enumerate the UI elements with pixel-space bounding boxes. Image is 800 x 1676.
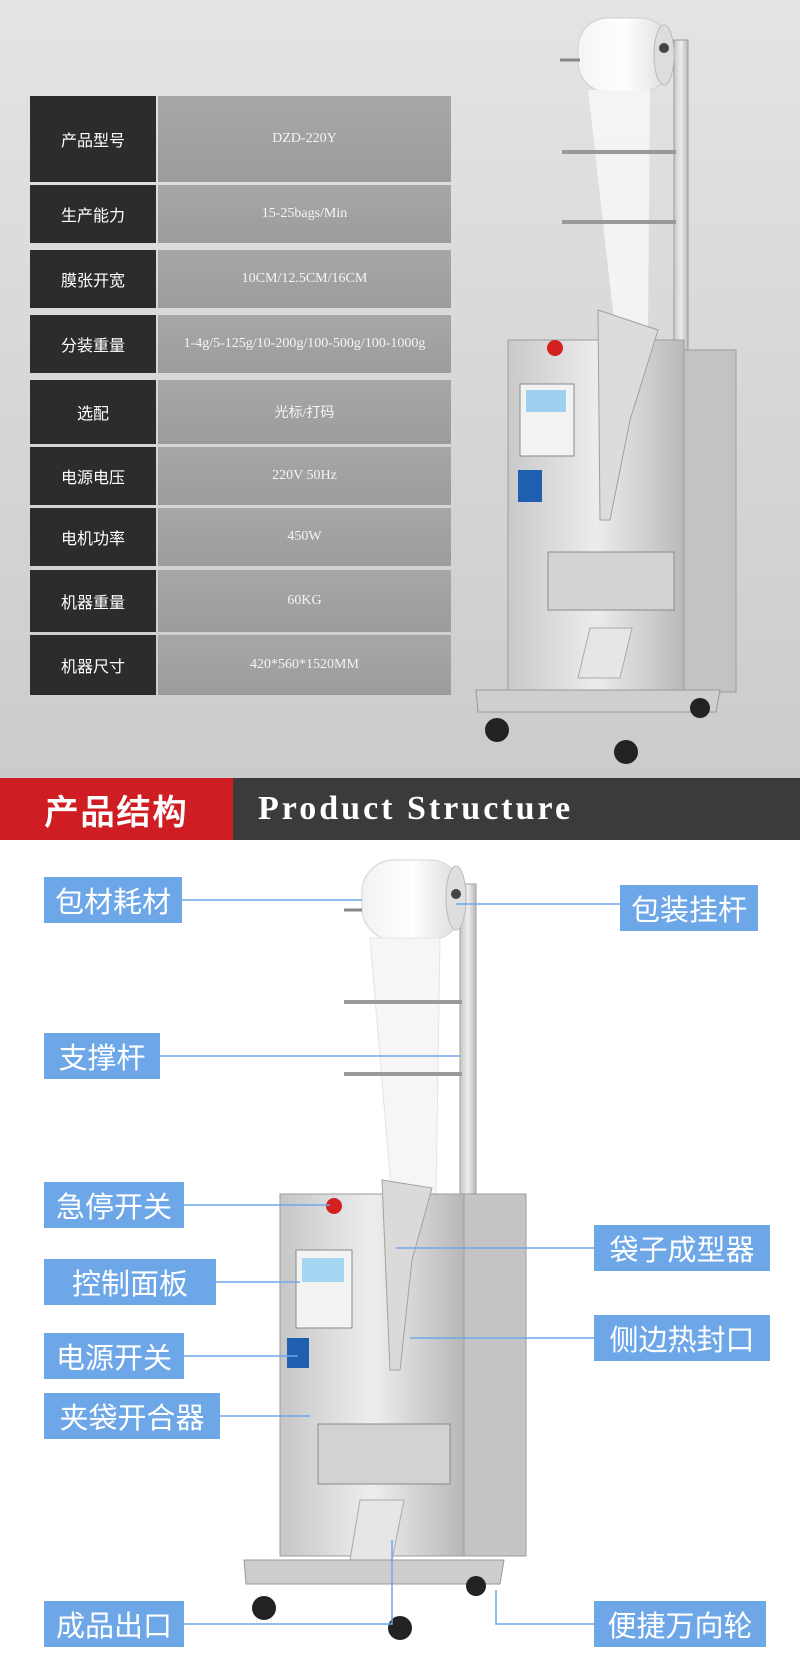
spec-value: 450W xyxy=(158,508,451,566)
spec-row: 机器尺寸 420*560*1520MM xyxy=(30,635,451,695)
spec-key: 电机功率 xyxy=(30,508,156,566)
spec-row: 电机功率 450W xyxy=(30,508,451,566)
label-support-rod: 支撑杆 xyxy=(44,1033,160,1079)
spec-key: 电源电压 xyxy=(30,447,156,505)
spec-key: 膜张开宽 xyxy=(30,250,156,308)
label-packaging-material: 包材耗材 xyxy=(44,877,182,923)
label-side-heat-seal: 侧边热封口 xyxy=(594,1315,770,1361)
spec-row: 机器重量 60KG xyxy=(30,570,451,632)
spec-row: 膜张开宽 10CM/12.5CM/16CM xyxy=(30,250,451,308)
spec-value: 220V 50Hz xyxy=(158,447,451,505)
spec-key: 选配 xyxy=(30,380,156,444)
spec-row: 生产能力 15-25bags/Min xyxy=(30,185,451,243)
label-power-switch: 电源开关 xyxy=(44,1333,184,1379)
spec-key: 机器重量 xyxy=(30,570,156,632)
spec-key: 产品型号 xyxy=(30,96,156,182)
spec-key: 生产能力 xyxy=(30,185,156,243)
label-bag-former: 袋子成型器 xyxy=(594,1225,770,1271)
label-control-panel: 控制面板 xyxy=(44,1259,216,1305)
spec-key: 机器尺寸 xyxy=(30,635,156,695)
spec-row: 电源电压 220V 50Hz xyxy=(30,447,451,505)
label-bag-clamp: 夹袋开合器 xyxy=(44,1393,220,1439)
spec-value: 15-25bags/Min xyxy=(158,185,451,243)
banner-title-en: Product Structure xyxy=(258,790,574,827)
section-banner: 产品结构 Product Structure xyxy=(0,778,800,840)
spec-value: 光标/打码 xyxy=(158,380,451,444)
label-product-outlet: 成品出口 xyxy=(44,1601,184,1647)
label-emergency-stop: 急停开关 xyxy=(44,1182,184,1228)
spec-row: 分装重量 1-4g/5-125g/10-200g/100-500g/100-10… xyxy=(30,315,451,373)
spec-row: 产品型号 DZD-220Y xyxy=(30,96,451,182)
spec-section: 产品型号 DZD-220Y 生产能力 15-25bags/Min 膜张开宽 10… xyxy=(0,0,800,778)
label-packaging-hanger: 包装挂杆 xyxy=(620,885,758,931)
spec-key: 分装重量 xyxy=(30,315,156,373)
label-caster-wheels: 便捷万向轮 xyxy=(594,1601,766,1647)
spec-value: 60KG xyxy=(158,570,451,632)
spec-row: 选配 光标/打码 xyxy=(30,380,451,444)
spec-value: 10CM/12.5CM/16CM xyxy=(158,250,451,308)
spec-value: 1-4g/5-125g/10-200g/100-500g/100-1000g xyxy=(158,315,451,373)
machine-image-top xyxy=(475,17,737,764)
spec-value: DZD-220Y xyxy=(158,96,451,182)
spec-value: 420*560*1520MM xyxy=(158,635,451,695)
banner-title-cn: 产品结构 xyxy=(0,778,233,840)
